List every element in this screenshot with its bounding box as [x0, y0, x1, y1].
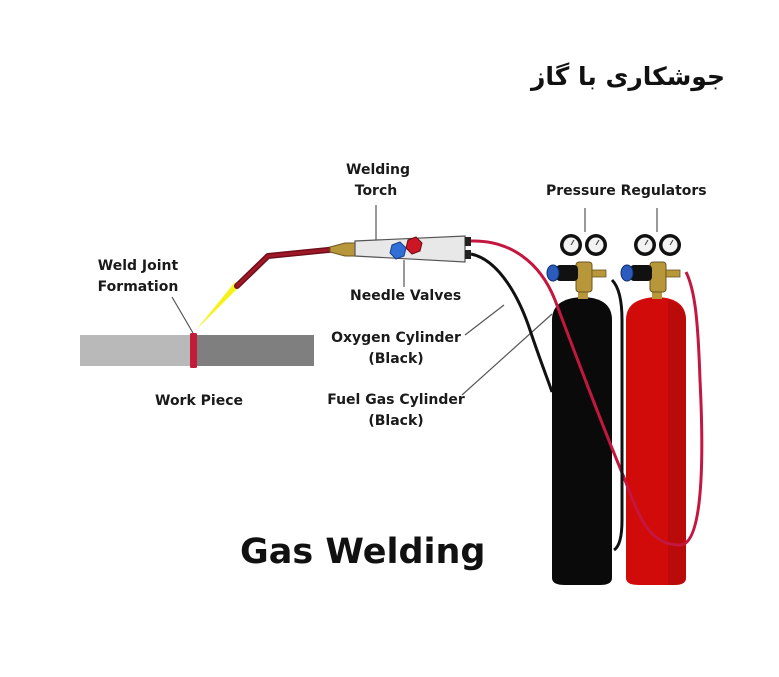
leader-weld-joint	[171, 296, 194, 334]
torch-inlet-oxygen	[465, 250, 471, 259]
label-fuel-gas-cylinder-line1: Fuel Gas Cylinder	[327, 392, 465, 408]
label-needle-valves: Needle Valves	[350, 288, 462, 304]
label-weld-joint-formation: Weld Joint Formation	[92, 256, 184, 298]
label-oxygen-cylinder: Oxygen Cylinder (Black)	[330, 328, 462, 370]
torch-connector	[329, 242, 356, 257]
label-work-piece: Work Piece	[155, 393, 243, 409]
fuel-hose	[470, 239, 704, 547]
torch-inlet-fuel	[465, 237, 471, 246]
oxygen-hose	[470, 252, 554, 393]
main-title: Gas Welding	[240, 532, 486, 572]
work-piece	[80, 333, 314, 368]
label-fuel-gas-cylinder-line2: (Black)	[368, 413, 424, 429]
oxygen-regulator-hose	[610, 278, 624, 552]
oxygen-cylinder-valve	[578, 291, 588, 299]
work-piece-right	[196, 335, 314, 366]
fuel-gas-cylinder	[626, 291, 686, 585]
label-pressure-regulators: Pressure Regulators	[546, 183, 707, 199]
flame	[196, 282, 240, 330]
label-oxygen-cylinder-line1: Oxygen Cylinder	[331, 330, 461, 346]
persian-title: جوشکاری با گاز	[530, 62, 725, 91]
oxygen-needle-valve	[389, 241, 407, 260]
label-welding-torch-line2: Torch	[354, 183, 398, 199]
fuel-needle-valve	[405, 236, 423, 255]
label-oxygen-cylinder-line2: (Black)	[368, 351, 424, 367]
label-weld-joint-line1: Weld Joint	[97, 258, 179, 274]
weld-joint-bead	[190, 333, 197, 368]
work-piece-left	[80, 335, 190, 366]
label-welding-torch-line1: Welding	[346, 162, 411, 178]
oxygen-cylinder	[552, 291, 612, 585]
oxygen-pressure-regulator	[546, 234, 607, 293]
label-fuel-gas-cylinder: Fuel Gas Cylinder (Black)	[326, 390, 466, 432]
leader-oxygen-cylinder	[464, 304, 505, 336]
label-weld-joint-line2: Formation	[97, 279, 179, 295]
label-welding-torch: Welding Torch	[346, 160, 411, 202]
fuel-pressure-regulator	[620, 234, 681, 293]
leader-lines	[171, 205, 658, 396]
torch-tip	[234, 246, 341, 289]
fuel-cylinder-valve	[652, 291, 662, 299]
leader-fuel-cylinder	[461, 313, 553, 396]
